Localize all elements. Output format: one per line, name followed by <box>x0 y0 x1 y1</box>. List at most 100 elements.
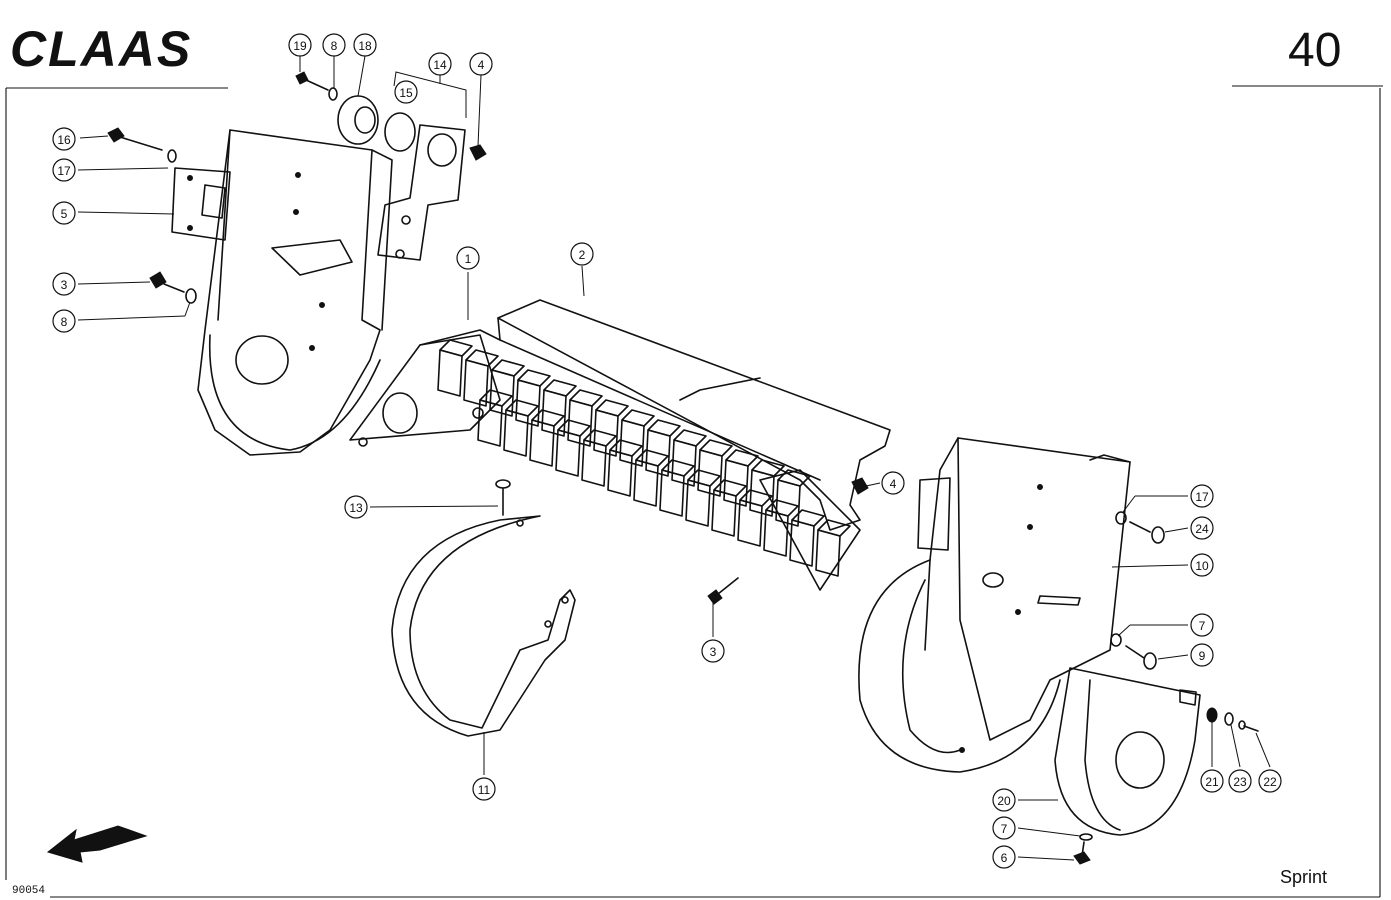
tine-cap <box>713 479 747 497</box>
tine-cap <box>517 369 551 387</box>
tine-cap <box>739 489 773 507</box>
bolt-24 <box>1115 511 1165 544</box>
tine-cap <box>609 439 643 457</box>
tine <box>815 529 841 577</box>
callout-20: 20 <box>992 788 1016 812</box>
travel-direction-arrow-icon <box>46 825 148 863</box>
svg-text:1: 1 <box>465 252 472 266</box>
callout-11: 11 <box>472 777 496 801</box>
tine-cap <box>673 429 707 447</box>
leader-lines <box>77 55 1271 861</box>
svg-text:7: 7 <box>1001 822 1008 836</box>
callout-23: 23 <box>1228 769 1252 793</box>
callout-7: 7 <box>992 816 1016 840</box>
callout-18: 18 <box>353 33 377 57</box>
callout-layer: 19 8 18 14 4 15 16 17 5 3 8 1 2 13 4 17 24 10 3 7 9 11 21 23 22 2… <box>52 33 1282 869</box>
svg-text:14: 14 <box>433 58 447 72</box>
bolt-13 <box>495 479 511 516</box>
page-frame <box>5 85 1383 898</box>
page-number: 40 <box>1288 24 1341 77</box>
svg-text:16: 16 <box>57 133 71 147</box>
callout-10: 10 <box>1190 553 1214 577</box>
svg-text:22: 22 <box>1263 775 1277 789</box>
callout-17: 17 <box>52 158 76 182</box>
left-side-plate <box>197 129 393 456</box>
svg-text:4: 4 <box>890 477 897 491</box>
svg-text:17: 17 <box>1195 490 1209 504</box>
tine-cap <box>635 449 669 467</box>
svg-text:10: 10 <box>1195 559 1209 573</box>
callout-15: 15 <box>394 80 418 104</box>
tine <box>463 359 489 407</box>
svg-text:8: 8 <box>331 39 338 53</box>
callout-1: 1 <box>456 246 480 270</box>
drawing-number: 90054 <box>12 885 45 897</box>
callout-13: 13 <box>344 495 368 519</box>
tine-cap <box>439 339 473 357</box>
nut-washer-bolt-21-23-22 <box>1206 707 1259 732</box>
callout-7: 7 <box>1190 613 1214 637</box>
nut-4-top <box>469 144 487 161</box>
bolt-9 <box>1110 633 1157 670</box>
callout-17: 17 <box>1190 484 1214 508</box>
right-side-plate-10 <box>858 437 1131 773</box>
svg-text:13: 13 <box>349 501 363 515</box>
svg-text:24: 24 <box>1195 522 1209 536</box>
tine-cap <box>491 359 525 377</box>
model-name: Sprint <box>1280 867 1327 887</box>
tine <box>437 349 463 397</box>
callout-3: 3 <box>52 272 76 296</box>
tine-cap <box>465 349 499 367</box>
tine-cap <box>569 389 603 407</box>
tine-cap <box>817 519 851 537</box>
callout-16: 16 <box>52 127 76 151</box>
svg-text:5: 5 <box>61 207 68 221</box>
nut-4-center <box>851 477 869 495</box>
tine-cap <box>543 379 577 397</box>
callout-4: 4 <box>881 471 905 495</box>
callout-8: 8 <box>52 309 76 333</box>
bearing-housing-18 <box>337 95 416 152</box>
svg-text:20: 20 <box>997 794 1011 808</box>
callout-8: 8 <box>322 33 346 57</box>
brand-logo: CLAAS <box>10 21 192 77</box>
callout-9: 9 <box>1190 643 1214 667</box>
tine-cap <box>725 449 759 467</box>
callout-6: 6 <box>992 845 1016 869</box>
bolt-19 <box>295 71 338 101</box>
svg-text:3: 3 <box>710 645 717 659</box>
svg-text:2: 2 <box>579 248 586 262</box>
bolt-3-center <box>707 577 739 605</box>
tine-cap <box>751 459 785 477</box>
callout-19: 19 <box>288 33 312 57</box>
svg-text:4: 4 <box>478 58 485 72</box>
guide-band-11 <box>391 515 576 737</box>
support-bracket-14 <box>377 124 466 261</box>
svg-text:19: 19 <box>293 39 307 53</box>
tine-cap <box>583 429 617 447</box>
mounting-bracket-5 <box>171 167 231 241</box>
svg-text:17: 17 <box>57 164 71 178</box>
tine-cap <box>557 419 591 437</box>
tine-cap <box>661 459 695 477</box>
callout-3: 3 <box>701 639 725 663</box>
svg-text:15: 15 <box>399 86 413 100</box>
tine-cap <box>505 399 539 417</box>
svg-text:3: 3 <box>61 278 68 292</box>
svg-text:6: 6 <box>1001 851 1008 865</box>
tine-cap <box>687 469 721 487</box>
callout-22: 22 <box>1258 769 1282 793</box>
svg-text:21: 21 <box>1205 775 1219 789</box>
svg-text:11: 11 <box>478 783 491 797</box>
tine-cap <box>621 409 655 427</box>
tine-cap <box>479 389 513 407</box>
svg-text:23: 23 <box>1233 775 1247 789</box>
cover-20 <box>1054 667 1201 836</box>
svg-text:8: 8 <box>61 315 68 329</box>
callout-2: 2 <box>570 242 594 266</box>
callout-21: 21 <box>1200 769 1224 793</box>
svg-text:9: 9 <box>1199 649 1206 663</box>
tine-cap <box>699 439 733 457</box>
tine-cap <box>765 499 799 517</box>
